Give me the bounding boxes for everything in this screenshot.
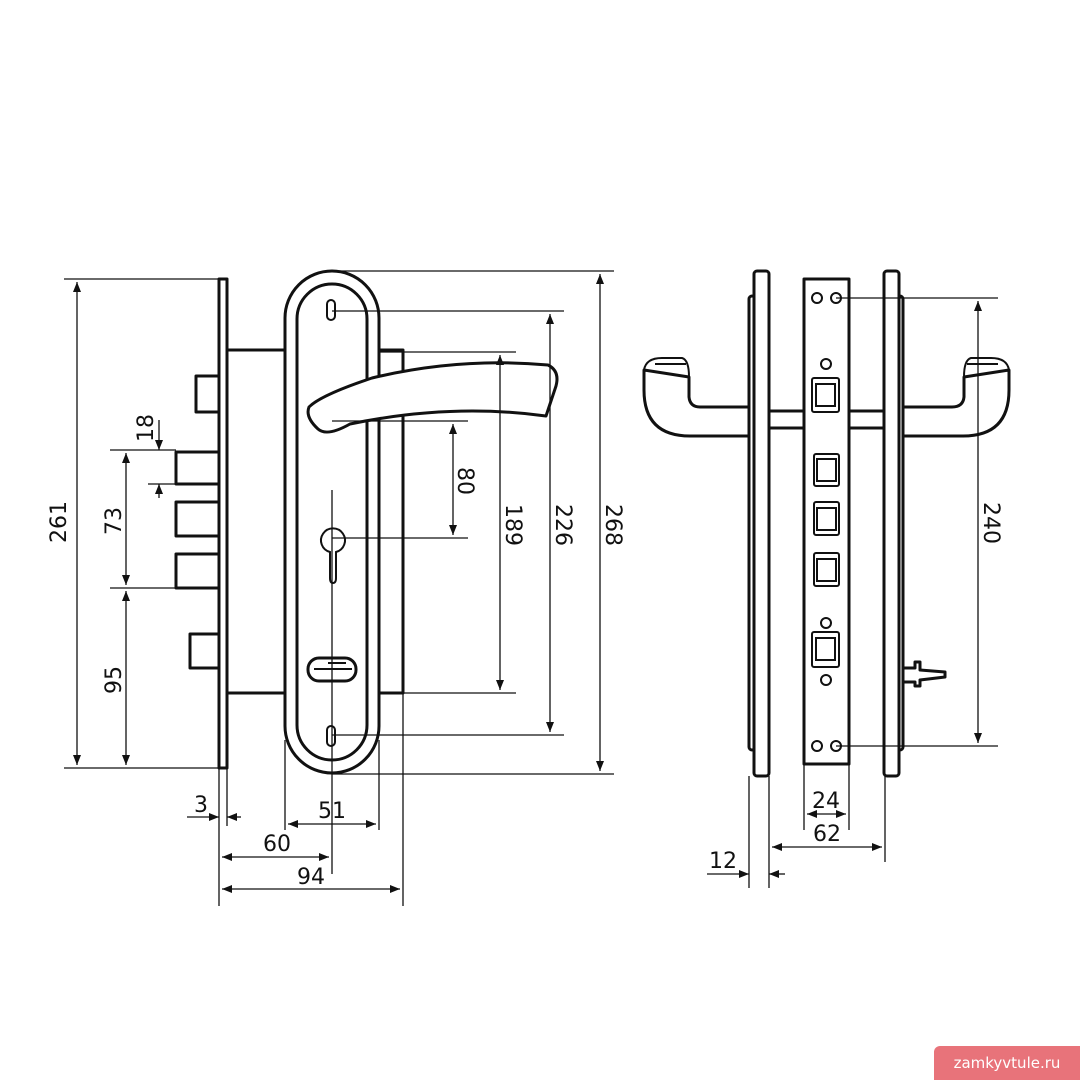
- left-escutcheon: [752, 269, 771, 778]
- front-extension-lines: [64, 270, 614, 906]
- dim-label-3: 3: [194, 793, 208, 818]
- dim-label-80: 80: [452, 467, 477, 495]
- faceplate: [217, 277, 229, 770]
- side-dimension-lines: [707, 297, 998, 888]
- dim-label-95: 95: [102, 666, 127, 694]
- dim-label-261: 261: [47, 501, 72, 543]
- screw-slot-bottom: [326, 725, 336, 747]
- dim-label-60: 60: [263, 832, 291, 857]
- dim-label-73: 73: [102, 507, 127, 535]
- dim-label-226: 226: [550, 504, 575, 546]
- dim-label-240: 240: [978, 502, 1003, 544]
- dim-label-12: 12: [709, 849, 737, 874]
- lock-case-side: [802, 277, 851, 766]
- dim-label-51: 51: [318, 799, 346, 824]
- site-watermark[interactable]: zamkyvtule.ru: [934, 1046, 1080, 1080]
- right-escutcheon: [882, 269, 901, 778]
- thumb-lever: [901, 660, 947, 688]
- side-view: [642, 269, 1011, 778]
- dim-label-62: 62: [813, 822, 841, 847]
- dim-label-18: 18: [134, 414, 159, 442]
- dim-label-24: 24: [812, 789, 840, 814]
- dim-label-94: 94: [297, 865, 325, 890]
- front-dimension-lines: [73, 274, 604, 893]
- right-handle: [901, 368, 1011, 438]
- dim-label-268: 268: [600, 504, 625, 546]
- left-handle: [642, 368, 751, 438]
- dim-label-189: 189: [500, 504, 525, 546]
- screw-slot-top: [326, 299, 336, 321]
